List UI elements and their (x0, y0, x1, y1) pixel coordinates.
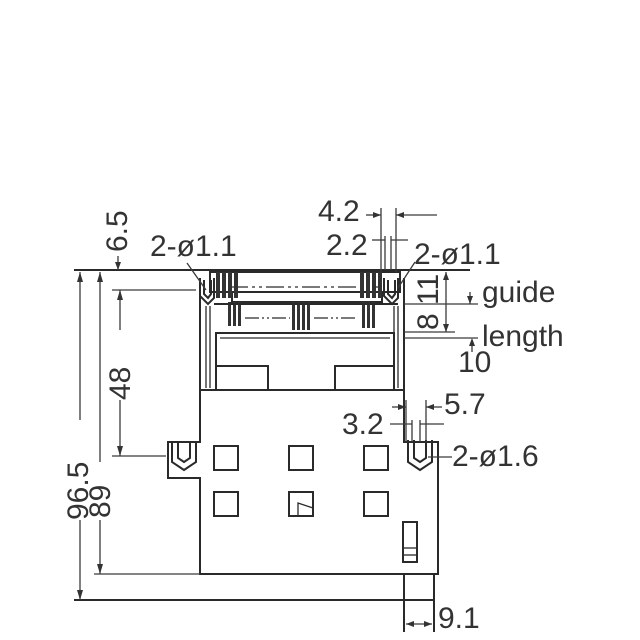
dim-guide-8: 8 (412, 313, 445, 330)
dim-post-outer: 5.7 (444, 388, 486, 421)
post-hole-label: 2-ø1.6 (452, 440, 539, 473)
dim-guide-11: 11 (412, 273, 445, 305)
dim-length-value: 10 (458, 346, 492, 379)
dim-lower-height: 89 (84, 484, 117, 518)
guide-label: guide (482, 276, 556, 309)
hole-label-right: 2-ø1.1 (414, 238, 501, 271)
dim-top-offset: 6.5 (101, 210, 134, 252)
dim-width-inner: 2.2 (326, 229, 368, 262)
hole-label-left: 2-ø1.1 (150, 230, 237, 263)
dim-width-outer: 4.2 (318, 195, 360, 228)
length-label: length (482, 320, 564, 353)
dim-upper-height: 48 (104, 366, 137, 400)
dim-post-inner: 3.2 (342, 408, 384, 441)
dim-tail-width: 9.1 (438, 602, 480, 635)
